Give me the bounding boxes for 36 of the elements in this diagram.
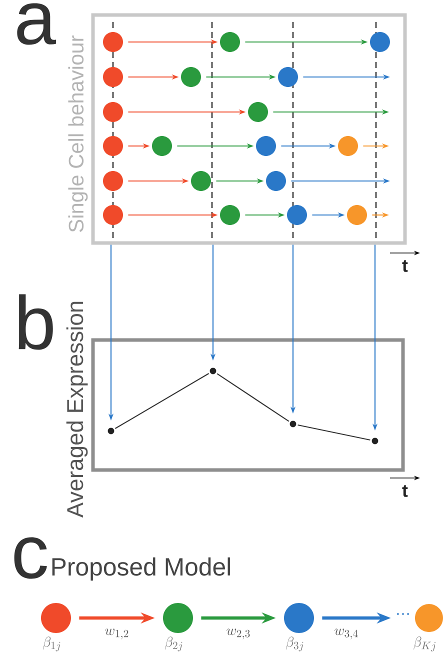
cell-circle [248, 102, 268, 122]
cell-circle [152, 136, 172, 156]
parameter-label: $\beta_{2j}$ [164, 636, 182, 652]
node-label: Averaged Expression [66, 302, 88, 518]
axis-label: t [402, 485, 408, 497]
cell-circle [103, 102, 123, 122]
cell-circle [370, 32, 390, 52]
edge-label: $w_{1,2}$ [105, 628, 128, 640]
panel-box: Single Cell behaviour [68, 13, 407, 245]
parameter-label: $\beta_{1j}$ [42, 636, 60, 652]
cell-circle [220, 32, 240, 52]
edge-label: $w_{2,3}$ [226, 628, 250, 640]
parameter-label: $\beta_{3j}$ [286, 636, 304, 652]
cell-circle [191, 171, 211, 191]
panel-title: Proposed Model [52, 557, 230, 581]
cell-circle [103, 205, 123, 225]
panel-letter: a [17, 3, 56, 45]
cell-circle [103, 32, 123, 52]
node-label: Single Cell behaviour [68, 36, 88, 232]
ellipsis: … [397, 613, 409, 615]
cell-circle [256, 136, 276, 156]
cell-circle [347, 205, 367, 225]
cell-circle [103, 136, 123, 156]
cell-circle [220, 205, 240, 225]
panel-letter: c [14, 537, 47, 579]
cell-circle [338, 136, 358, 156]
axis-label: t [402, 260, 408, 272]
panel-letter: b [18, 294, 53, 350]
cell-circle [103, 171, 123, 191]
cell-circle [287, 205, 307, 225]
cell-circle [278, 67, 298, 87]
parameter-label: $\beta_{Kj}$ [414, 636, 436, 652]
cell-circle [266, 171, 286, 191]
cell-circle [181, 67, 201, 87]
edge-label: $w_{3,4}$ [334, 628, 358, 640]
cell-circle [103, 67, 123, 87]
